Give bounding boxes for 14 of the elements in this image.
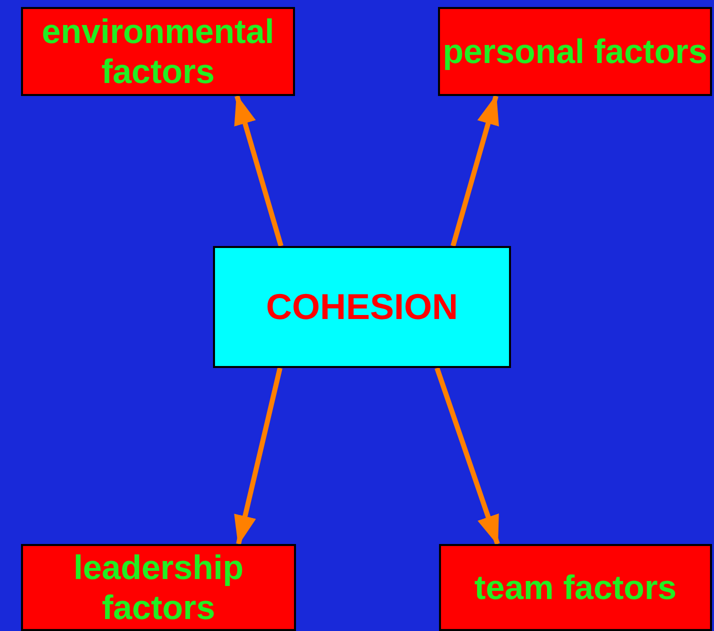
factor-box [21, 544, 296, 631]
factor-label: leadership factors [72, 548, 245, 628]
factor-box [438, 7, 712, 96]
arrow [434, 367, 500, 546]
factor-box [21, 7, 295, 96]
factor-label: environmental factors [40, 12, 276, 92]
factor-label: personal factors [442, 32, 708, 72]
concept-box [213, 246, 511, 368]
arrow [450, 94, 499, 247]
concept-label: COHESION [266, 287, 458, 327]
arrow [234, 367, 282, 546]
factor-label: team factors [474, 568, 677, 608]
arrow [234, 94, 284, 247]
factor-box [439, 544, 712, 631]
